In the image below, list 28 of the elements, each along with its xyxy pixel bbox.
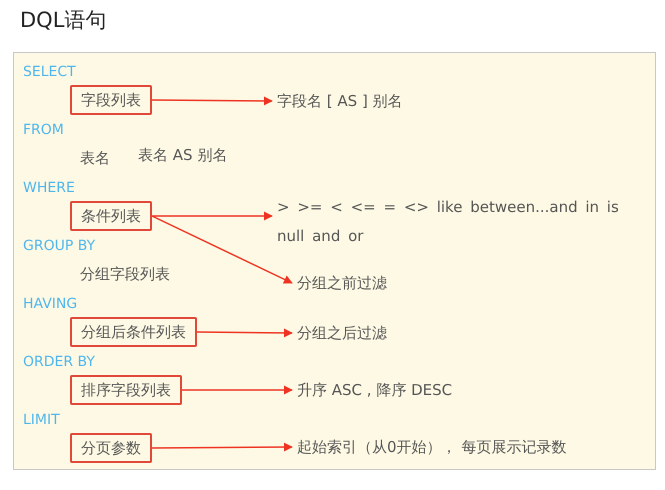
- arrow: [152, 96, 273, 106]
- clause-box: 条件列表: [70, 201, 152, 231]
- sql-keyword: ORDER BY: [23, 353, 95, 372]
- label-text: 分组字段列表: [80, 264, 170, 284]
- target-text: > >= < <= = <> like between...and in is null and or: [277, 193, 627, 251]
- sql-keyword: FROM: [23, 121, 64, 140]
- sql-keyword: WHERE: [23, 179, 75, 198]
- sql-keyword: LIMIT: [23, 411, 60, 430]
- clause-box: 字段列表: [70, 85, 152, 115]
- title: DQL语句: [20, 7, 106, 34]
- arrow: [152, 442, 293, 452]
- clause-box: 分组后条件列表: [70, 317, 197, 347]
- clause-box: 排序字段列表: [70, 375, 182, 405]
- sql-keyword: SELECT: [23, 63, 76, 82]
- clause-box: 分页参数: [70, 433, 152, 463]
- target-text: 字段名 [ AS ] 别名: [277, 91, 403, 111]
- label-text: 表名 AS 别名: [138, 145, 228, 165]
- arrow: [152, 212, 273, 220]
- target-text: 起始索引（从0开始）， 每页展示记录数: [297, 437, 566, 457]
- sql-keyword: HAVING: [23, 295, 78, 314]
- target-text: 分组之前过滤: [297, 273, 387, 293]
- arrow: [182, 386, 293, 394]
- arrow: [152, 215, 293, 284]
- target-text: 升序 ASC , 降序 DESC: [297, 380, 452, 400]
- sql-keyword: GROUP BY: [23, 237, 96, 256]
- label-text: 表名: [80, 148, 110, 168]
- target-text: 分组之后过滤: [297, 323, 387, 343]
- arrow: [197, 328, 293, 338]
